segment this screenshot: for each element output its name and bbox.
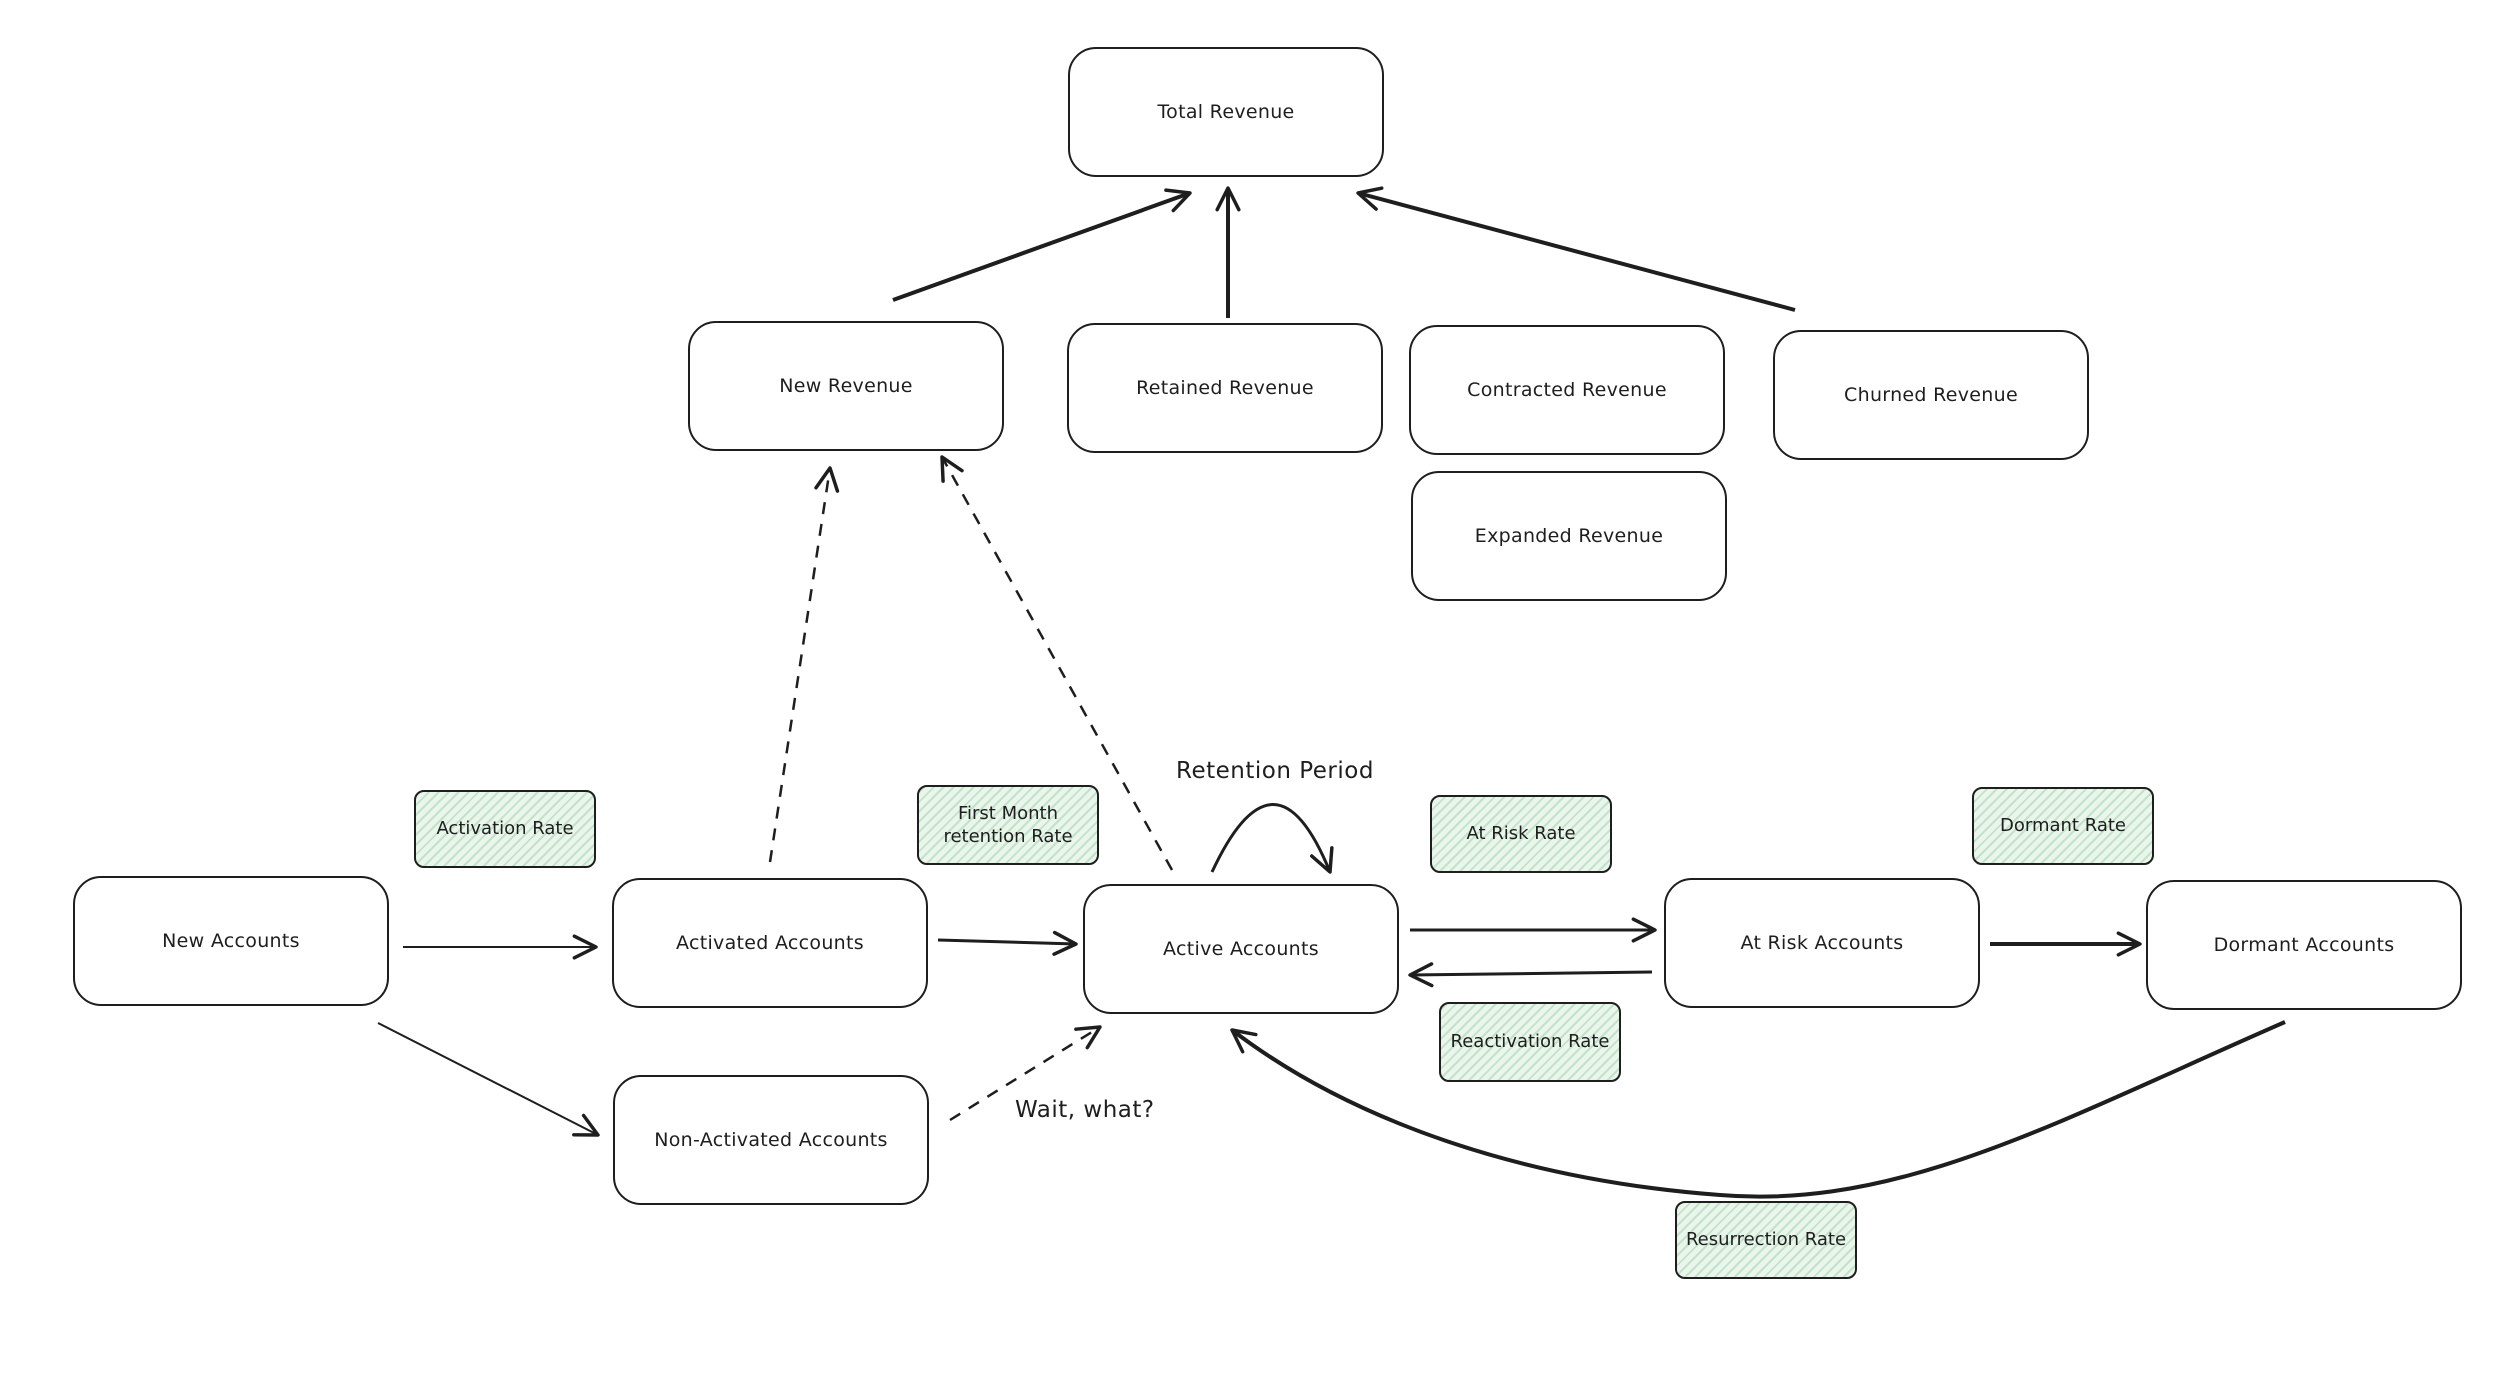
- arrow-dormant-to-active: [1230, 1020, 2286, 1199]
- rate-first-month-retention: First Month retention Rate: [917, 785, 1099, 865]
- node-active-accounts: Active Accounts: [1083, 884, 1399, 1014]
- node-retained-revenue: Retained Revenue: [1067, 323, 1383, 453]
- arrow-activated-to-new-revenue: [768, 466, 840, 863]
- node-non-activated-accounts: Non-Activated Accounts: [613, 1075, 929, 1205]
- node-activated-accounts: Activated Accounts: [612, 878, 928, 1008]
- node-churned-revenue: Churned Revenue: [1773, 330, 2089, 460]
- node-new-accounts: New Accounts: [73, 876, 389, 1006]
- arrow-activated-to-active: [937, 930, 1078, 956]
- arrow-new-revenue-to-total: [892, 188, 1192, 302]
- label-retention-period: Retention Period: [1176, 758, 1374, 784]
- arrow-retention-loop: [1210, 803, 1334, 874]
- arrow-non-activated-to-active: [949, 1025, 1102, 1122]
- node-contracted-revenue: Contracted Revenue: [1409, 325, 1725, 455]
- node-total-revenue: Total Revenue: [1068, 47, 1384, 177]
- rate-resurrection: Resurrection Rate: [1675, 1201, 1857, 1279]
- rate-reactivation: Reactivation Rate: [1439, 1002, 1621, 1082]
- arrow-at-risk-to-active: [1408, 962, 1653, 988]
- node-dormant-accounts: Dormant Accounts: [2146, 880, 2462, 1010]
- rate-activation: Activation Rate: [414, 790, 596, 868]
- rate-dormant: Dormant Rate: [1972, 787, 2154, 865]
- node-expanded-revenue: Expanded Revenue: [1411, 471, 1727, 601]
- node-at-risk-accounts: At Risk Accounts: [1664, 878, 1980, 1008]
- arrow-new-to-non-activated: [377, 1022, 600, 1137]
- arrow-churned-revenue-to-total: [1356, 186, 1796, 312]
- rate-at-risk: At Risk Rate: [1430, 795, 1612, 873]
- label-wait-what: Wait, what?: [1015, 1097, 1155, 1123]
- node-new-revenue: New Revenue: [688, 321, 1004, 451]
